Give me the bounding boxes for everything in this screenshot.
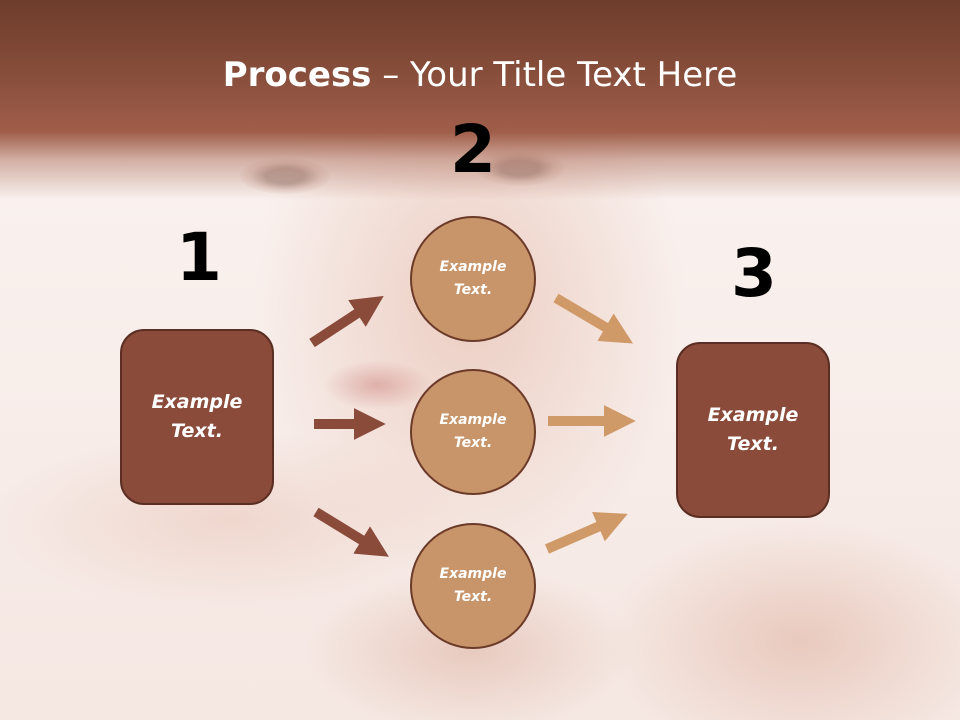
title-bold: Process	[222, 55, 372, 95]
step-number-1: 1	[176, 219, 222, 296]
arrow-bottom-to-3	[545, 511, 628, 554]
arrow-1-to-top	[309, 295, 384, 348]
arrow-top-to-3	[553, 293, 634, 344]
step2-circle-middle: Example Text.	[410, 369, 536, 495]
step3-text: Example Text.	[707, 404, 799, 455]
arrow-1-to-bottom	[313, 507, 389, 557]
title-rest: – Your Title Text Here	[371, 55, 738, 95]
step2-circle-top: Example Text.	[410, 216, 536, 342]
step-number-3: 3	[731, 235, 777, 312]
step2-circle-bottom: Example Text.	[410, 523, 536, 649]
step2-circle-middle-text: Example Text.	[439, 412, 507, 451]
header-band	[0, 0, 960, 200]
step2-circle-top-text: Example Text.	[439, 259, 507, 298]
lips-decor	[322, 360, 432, 410]
step3-box: Example Text.	[676, 342, 830, 518]
slide-title: Process – Your Title Text Here	[0, 55, 960, 95]
step2-circle-bottom-text: Example Text.	[439, 566, 507, 605]
step-number-2: 2	[450, 111, 496, 188]
step1-text: Example Text.	[151, 391, 243, 442]
step1-box: Example Text.	[120, 329, 274, 505]
